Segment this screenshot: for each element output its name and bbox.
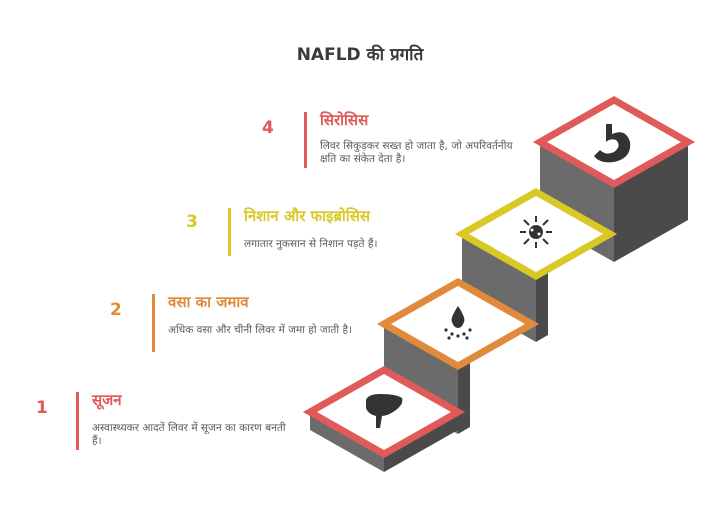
- stage-description: अधिक वसा और चीनी लिवर में जमा हो जाती है…: [168, 324, 353, 336]
- fibrosis-icon: [520, 216, 552, 248]
- stage-number: 4: [262, 118, 274, 138]
- stage-title: वसा का जमाव: [168, 293, 249, 311]
- stomach-icon: [594, 124, 631, 163]
- stage-description: लगातार नुकसान से निशान पड़ते हैं।: [244, 238, 378, 250]
- stage-accent-bar: [304, 112, 307, 168]
- stage-title: सिरोसिस: [320, 111, 369, 129]
- stage-number: 1: [36, 398, 48, 418]
- stage-accent-bar: [152, 294, 155, 352]
- stage-accent-bar: [228, 208, 231, 256]
- stage-title: निशान और फाइब्रोसिस: [244, 207, 370, 225]
- stage-number: 2: [110, 300, 122, 320]
- liver-icon: [366, 394, 403, 428]
- step-4-tile: [532, 95, 696, 189]
- diagram-title: NAFLD की प्रगति: [296, 45, 424, 65]
- stage-description: अस्वास्थ्यकर आदतें लिवर में सूजन का कारण…: [92, 422, 286, 447]
- stage-title: सूजन: [92, 391, 122, 409]
- step-3: [454, 187, 618, 342]
- stage-description: लिवर सिकुड़कर सख्त हो जाता है, जो अपरिवर…: [320, 140, 513, 165]
- stage-accent-bar: [76, 392, 79, 450]
- step-1: [302, 365, 466, 472]
- fat-droplet-icon: [444, 306, 472, 340]
- stage-number: 3: [186, 212, 198, 232]
